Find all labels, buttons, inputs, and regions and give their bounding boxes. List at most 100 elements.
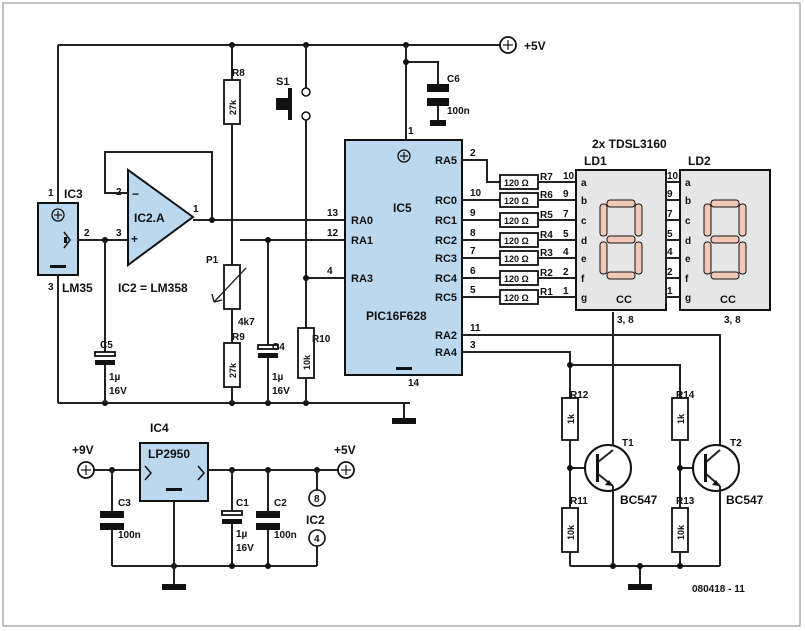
svg-text:1: 1 bbox=[408, 126, 414, 137]
segment-pin: 10 bbox=[667, 171, 679, 182]
cc-label: CC bbox=[720, 294, 736, 306]
svg-text:27k: 27k bbox=[228, 362, 238, 378]
segment-letter: b bbox=[581, 196, 587, 207]
ic3-part: LM35 bbox=[62, 281, 93, 295]
svg-text:BC547: BC547 bbox=[620, 493, 658, 507]
segment-letter: f bbox=[581, 274, 585, 285]
display-segment bbox=[599, 241, 608, 275]
svg-text:16V: 16V bbox=[109, 386, 127, 397]
svg-text:100n: 100n bbox=[274, 530, 297, 541]
svg-text:1µ: 1µ bbox=[109, 372, 121, 383]
vout-terminal bbox=[337, 461, 355, 479]
display-segment bbox=[738, 203, 747, 237]
segment-resistor-value: 120 Ω bbox=[504, 254, 529, 264]
segment-letter: a bbox=[685, 178, 691, 189]
vcc-label: +5V bbox=[524, 39, 546, 53]
svg-text:R9: R9 bbox=[232, 332, 245, 343]
segment-letter: g bbox=[685, 293, 691, 304]
ld2-ref: LD2 bbox=[688, 154, 711, 168]
svg-text:S1: S1 bbox=[276, 76, 289, 88]
segment-pin: 1 bbox=[667, 286, 673, 297]
ic4-lp2950 bbox=[139, 442, 209, 502]
ic5-pinnum: 11 bbox=[470, 323, 481, 334]
svg-text:10k: 10k bbox=[566, 524, 576, 540]
segment-resistor-value: 120 Ω bbox=[504, 196, 529, 206]
ld1-ref: LD1 bbox=[584, 154, 607, 168]
segment-letter: e bbox=[685, 254, 691, 265]
segment-resistor-value: 120 Ω bbox=[504, 236, 529, 246]
svg-text:10k: 10k bbox=[676, 524, 686, 540]
svg-text:1k: 1k bbox=[566, 413, 576, 424]
ic5-pinnum: 6 bbox=[470, 266, 476, 277]
segment-resistor-value: 120 Ω bbox=[504, 178, 529, 188]
svg-text:1: 1 bbox=[193, 204, 199, 215]
c4-ref: C4 bbox=[272, 342, 285, 353]
svg-text:T1: T1 bbox=[622, 438, 634, 449]
segment-resistor-ref: R5 bbox=[540, 210, 553, 221]
ic5-pin-rc5: RC5 bbox=[435, 292, 457, 304]
segment-resistor-value: 120 Ω bbox=[504, 293, 529, 303]
cc-label: CC bbox=[616, 294, 632, 306]
svg-text:1k: 1k bbox=[676, 413, 686, 424]
svg-text:1µ: 1µ bbox=[272, 372, 284, 383]
svg-text:C6: C6 bbox=[447, 74, 460, 85]
segment-letter: d bbox=[685, 236, 691, 247]
segment-letter: a bbox=[581, 178, 587, 189]
segment-letter: d bbox=[581, 236, 587, 247]
svg-text:R14: R14 bbox=[676, 390, 695, 401]
display-segment bbox=[606, 199, 636, 208]
segment-letter: b bbox=[685, 196, 691, 207]
ic5-pinnum: 3 bbox=[470, 340, 476, 351]
svg-text:R13: R13 bbox=[676, 496, 695, 507]
svg-text:R8: R8 bbox=[232, 68, 245, 79]
svg-text:2: 2 bbox=[84, 228, 90, 239]
display-title: 2x TDSL3160 bbox=[592, 137, 667, 151]
svg-text:27k: 27k bbox=[228, 99, 238, 115]
segment-letter: e bbox=[581, 254, 587, 265]
segment-resistor-value: 120 Ω bbox=[504, 274, 529, 284]
svg-text:8: 8 bbox=[314, 494, 320, 505]
svg-text:4k7: 4k7 bbox=[238, 317, 255, 328]
segment-resistor-ref: R1 bbox=[540, 287, 553, 298]
ic5-pin-rc4: RC4 bbox=[435, 273, 458, 285]
ic5-pinnum: 10 bbox=[470, 188, 482, 199]
svg-text:14: 14 bbox=[408, 378, 420, 389]
switch-s1[interactable] bbox=[288, 88, 292, 120]
segment-pin: 7 bbox=[667, 209, 673, 220]
ic5-pin-ra5: RA5 bbox=[435, 155, 457, 167]
svg-text:100n: 100n bbox=[447, 106, 470, 117]
display-segment bbox=[703, 203, 712, 237]
segment-pin: 5 bbox=[667, 229, 673, 240]
segment-pin: 9 bbox=[667, 189, 673, 200]
segment-letter: f bbox=[685, 274, 689, 285]
svg-text:IC2: IC2 bbox=[306, 513, 325, 527]
segment-resistor-ref: R3 bbox=[540, 248, 553, 259]
segment-pin: 1 bbox=[563, 286, 569, 297]
segment-pin: 9 bbox=[563, 189, 569, 200]
display-segment bbox=[606, 235, 636, 244]
segment-pin: 2 bbox=[563, 267, 569, 278]
svg-text:3: 3 bbox=[48, 282, 54, 293]
figure-code: 080418 - 11 bbox=[692, 584, 745, 595]
svg-text:R11: R11 bbox=[570, 496, 588, 507]
svg-text:+5V: +5V bbox=[334, 443, 356, 457]
svg-text:LP2950: LP2950 bbox=[148, 447, 190, 461]
ic5-pin-ra2: RA2 bbox=[435, 330, 457, 342]
svg-text:P1: P1 bbox=[206, 255, 219, 266]
ic5-pinnum: 2 bbox=[470, 148, 476, 159]
opamp-ref: IC2.A bbox=[134, 211, 165, 225]
svg-text:R10: R10 bbox=[312, 334, 331, 345]
svg-text:3, 8: 3, 8 bbox=[617, 315, 634, 326]
display-segment bbox=[738, 241, 747, 275]
display-segment bbox=[710, 235, 740, 244]
opamp-ic2a bbox=[127, 168, 195, 267]
potentiometer-p1 bbox=[223, 264, 241, 310]
segment-pin: 2 bbox=[667, 267, 673, 278]
opamp-note: IC2 = LM358 bbox=[118, 281, 188, 295]
display-segment bbox=[703, 241, 712, 275]
